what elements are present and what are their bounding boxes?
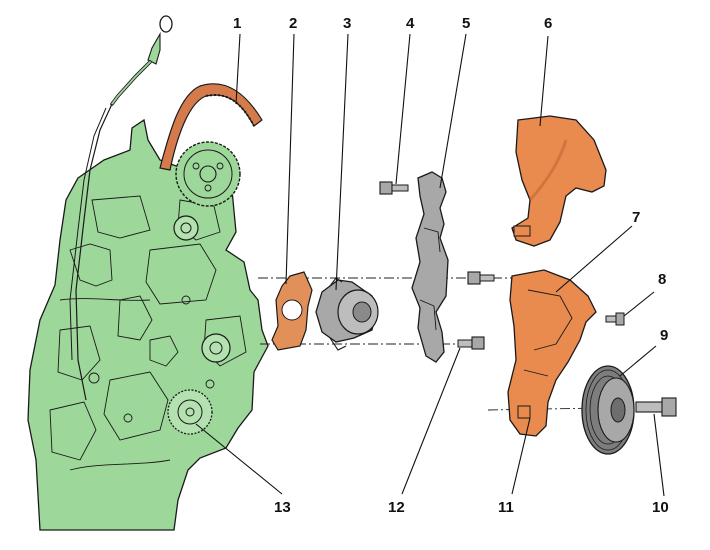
crankshaft-pulley	[581, 365, 635, 455]
callout-5: 5	[462, 15, 470, 32]
bolt-upper	[379, 181, 409, 195]
engine-block-body	[27, 118, 269, 531]
water-pump	[315, 277, 379, 351]
callout-2: 2	[289, 15, 297, 32]
callout-3: 3	[343, 15, 351, 32]
callout-4: 4	[406, 15, 415, 32]
dipstick	[69, 15, 173, 401]
callout-6: 6	[544, 15, 552, 32]
leader-lines	[195, 33, 665, 497]
pulley-bolt	[635, 397, 677, 417]
crankshaft-sprocket	[167, 389, 213, 435]
rear-belt-cover	[411, 171, 449, 363]
tensioner-roller	[201, 333, 231, 363]
callout-12: 12	[388, 499, 405, 516]
bolt-middle	[467, 271, 495, 285]
bolt-cover	[605, 312, 625, 326]
timing-belt	[159, 83, 263, 171]
callout-labels: 1 2 3 4 5 6 7 8 9 10 11 12 13	[233, 15, 669, 516]
upper-belt-cover	[511, 115, 607, 247]
callout-7: 7	[632, 209, 640, 226]
bolt-lower	[457, 336, 485, 350]
lower-belt-cover	[507, 269, 597, 437]
idler-roller	[173, 215, 199, 241]
callout-11: 11	[498, 499, 514, 516]
camshaft-sprocket	[175, 141, 241, 207]
water-pump-gasket	[271, 271, 313, 351]
callout-1: 1	[233, 15, 241, 32]
engine-block	[27, 118, 269, 531]
callout-13: 13	[274, 499, 291, 516]
callout-8: 8	[658, 271, 666, 288]
callout-9: 9	[660, 327, 668, 344]
callout-10: 10	[652, 499, 669, 516]
